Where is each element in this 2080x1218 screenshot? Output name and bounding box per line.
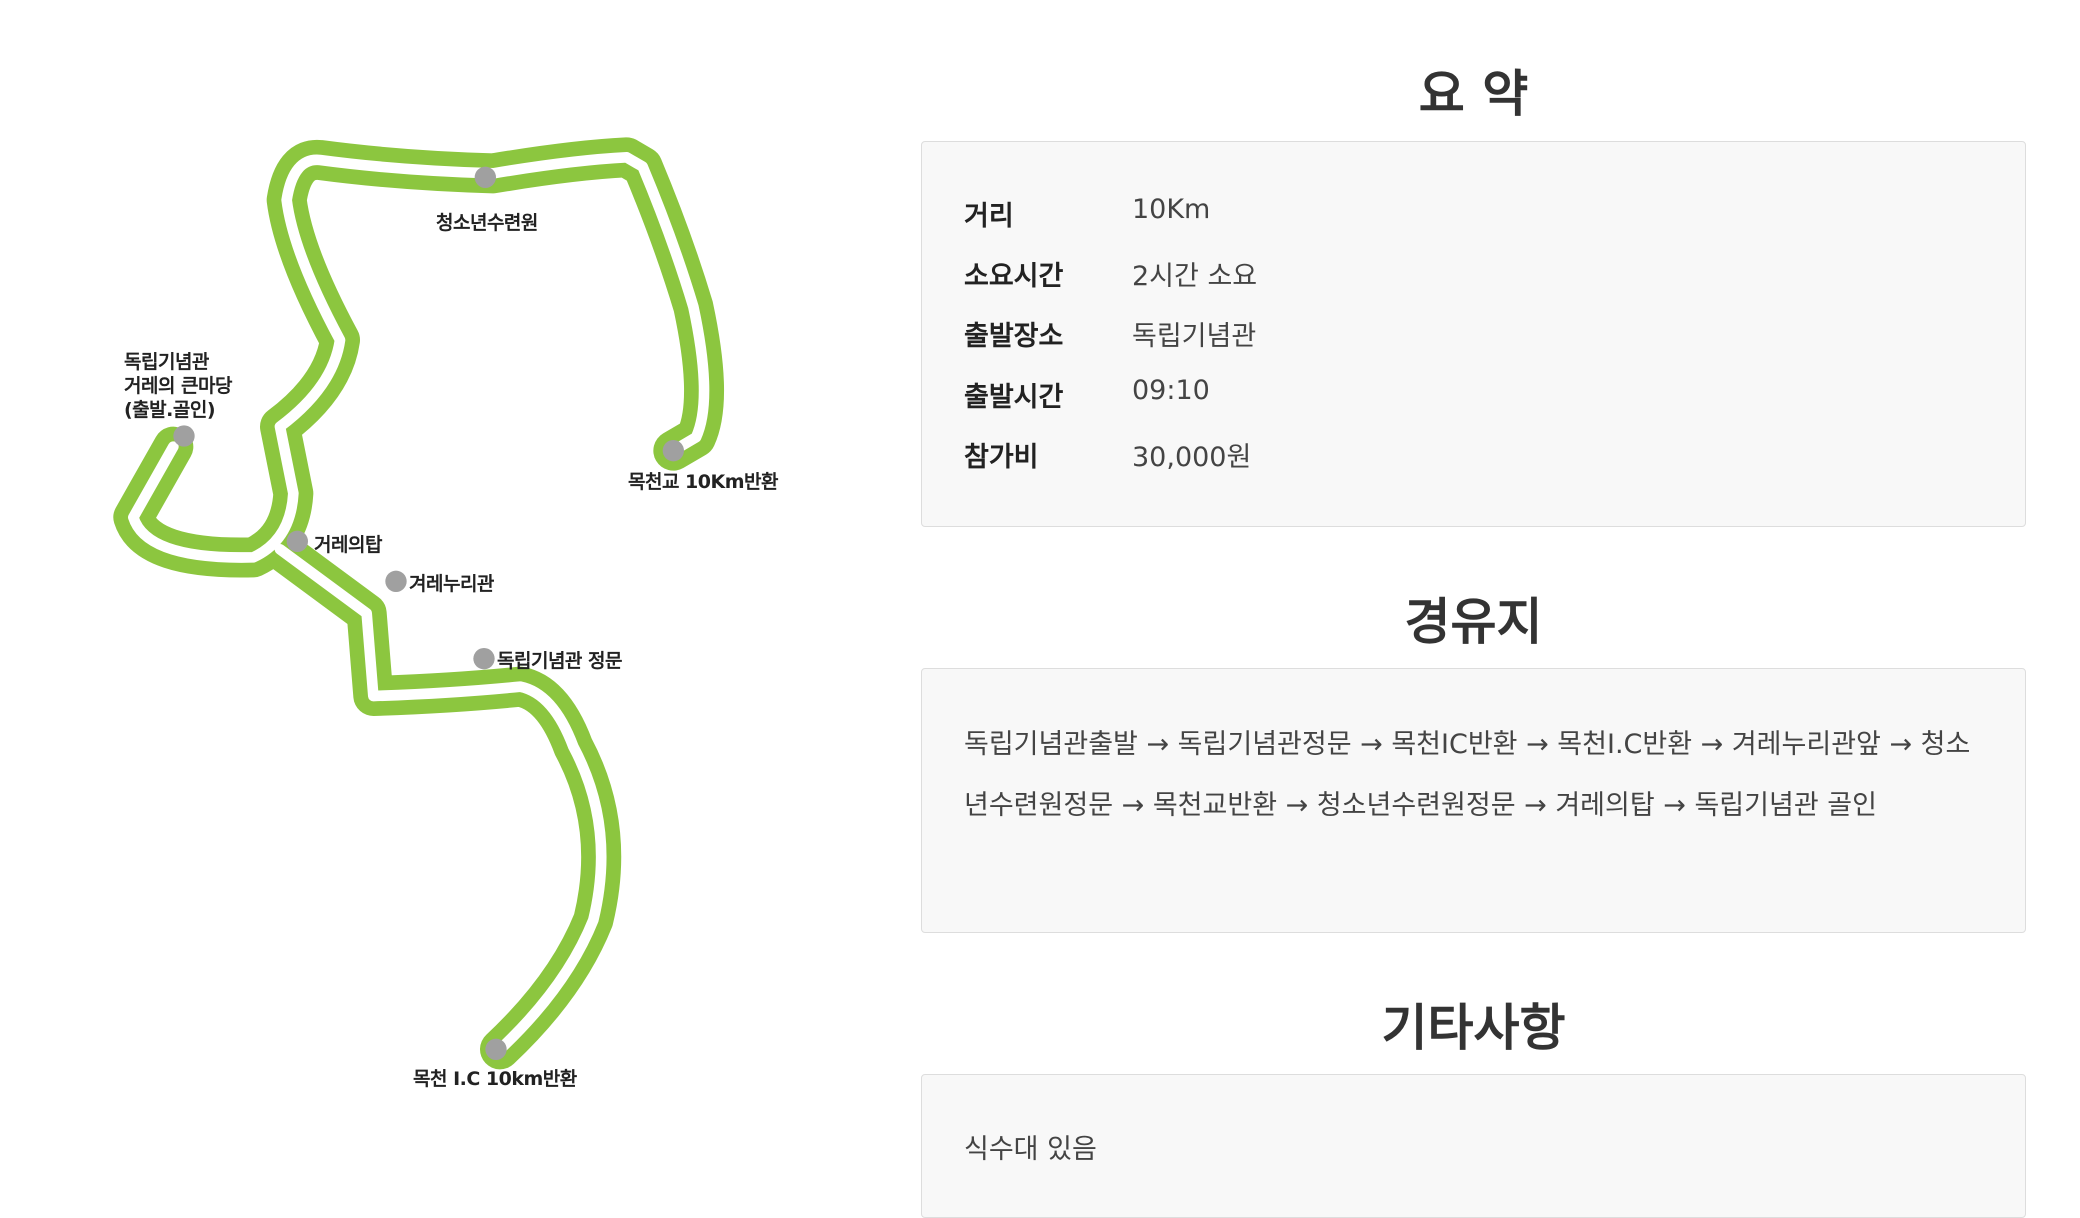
map-label-youth-center: 청소년수련원 [436, 212, 538, 234]
misc-heading: 기타사항 [1381, 999, 1566, 1057]
start-point-marker [173, 425, 195, 447]
waypoints-box: 독립기념관출발 → 독립기념관정문 → 목천IC반환 → 목천I.C반환 → 겨… [921, 668, 2026, 933]
row-value: 독립기념관 [1132, 321, 1257, 352]
tower-marker [286, 530, 308, 552]
map-label-tower: 거레의탑 [314, 534, 382, 556]
row-label: 참가비 [964, 442, 1039, 473]
row-label: 출발장소 [964, 321, 1064, 352]
misc-text: 식수대 있음 [964, 1134, 1097, 1165]
map-label-nuri-hall: 겨레누리관 [409, 573, 494, 595]
row-label: 소요시간 [964, 261, 1064, 292]
course-map [113, 137, 724, 1070]
nuri-hall-marker [385, 570, 407, 592]
start-label-line: 거레의 큰마당 [124, 375, 233, 397]
bridge-turn-marker [662, 440, 684, 462]
map-label-main-gate: 독립기념관 정문 [497, 650, 622, 672]
misc-box: 식수대 있음 [921, 1074, 2026, 1218]
row-value: 2시간 소요 [1132, 261, 1258, 292]
summary-heading: 요 약 [1418, 65, 1529, 123]
row-label: 출발시간 [964, 382, 1064, 413]
row-label: 거리 [964, 201, 1014, 232]
route-lower-branch [260, 529, 622, 1070]
main-gate-marker [473, 648, 495, 670]
map-label-bridge-turn: 목천교 10Km반환 [628, 471, 778, 493]
summary-box: 거리 10Km 소요시간 2시간 소요 출발장소 독립기념관 출발시간 09:10 참가… [921, 141, 2026, 527]
row-value: 09:10 [1132, 375, 1210, 406]
start-label-line: 독립기념관 [124, 351, 209, 373]
ic-turn-marker [485, 1038, 507, 1060]
map-label-ic-turn: 목천 I.C 10km반환 [413, 1068, 577, 1090]
row-value: 10Km [1132, 194, 1211, 225]
waypoints-text: 독립기념관출발 → 독립기념관정문 → 목천IC반환 → 목천I.C반환 → 겨… [964, 729, 1971, 821]
youth-center-marker [474, 166, 496, 188]
start-label-line: (출발.골인) [124, 399, 216, 421]
map-label-start: 독립기념관 거레의 큰마당 (출발.골인) [124, 350, 233, 422]
waypoints-heading: 경유지 [1404, 593, 1543, 651]
row-value: 30,000원 [1132, 442, 1252, 473]
